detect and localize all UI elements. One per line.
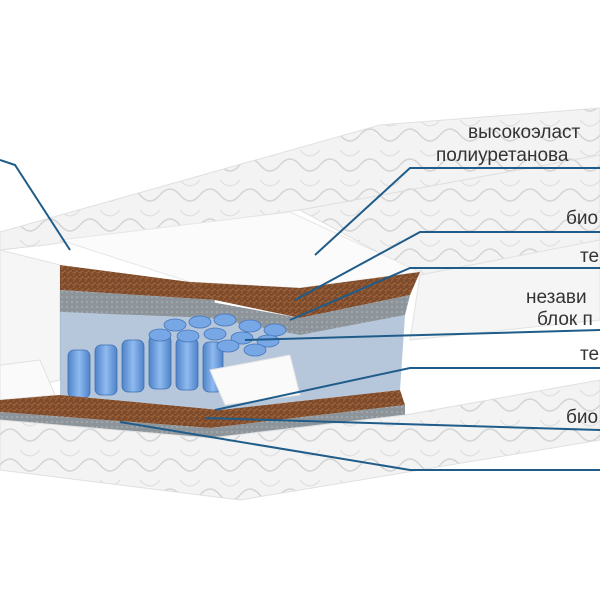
leader-line-bottom-cover [119,421,600,471]
foam-side-block-right [209,354,301,406]
leader-line-springs [244,329,600,341]
mattress-front-wall [0,249,61,396]
foam-side-block-left [0,359,56,401]
mattress-bottom-cover [0,379,600,501]
leader-line-coir-bottom [204,417,600,431]
label-coir-top: био [566,208,598,229]
label-felt-bottom: те [580,344,599,365]
spring-block [67,313,287,399]
felt-layer-front [60,290,215,318]
mattress-side-wall [409,239,600,341]
label-foam-line1: высокоэласт [468,122,581,143]
spring-block-bed [60,312,405,410]
leader-line-coir [294,231,600,301]
coir-layer-front [60,265,215,300]
label-coir-bottom: био [566,407,598,428]
leader-line-top-cover [0,159,71,251]
label-foam-line2: полиуретанова [436,145,569,166]
label-springs-line1: незави [526,287,587,308]
leader-line-foam [314,167,600,256]
coir-layer-bottom [0,390,405,428]
label-felt-top: те [580,246,599,267]
leader-line-felt [289,267,600,321]
mattress-top-cover [0,107,600,251]
labels: высокоэласт полиуретанова био те незави … [436,122,599,428]
leader-line-felt-bottom [214,367,600,411]
leader-lines [0,159,600,471]
label-springs-line2: блок п [537,309,593,330]
